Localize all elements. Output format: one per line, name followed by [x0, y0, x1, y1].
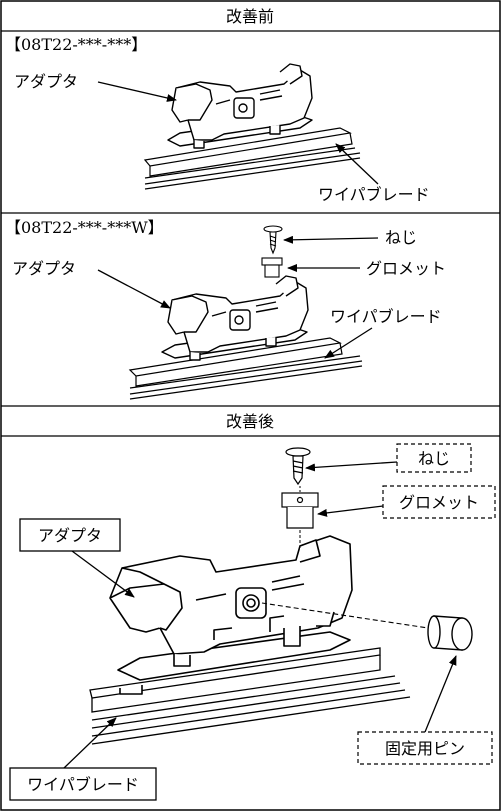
screw-leader — [283, 235, 379, 244]
adapter-drawing — [167, 63, 313, 149]
adapter-label: アダプタ — [14, 72, 78, 91]
grommet-label-box — [382, 485, 496, 519]
wiper-blade-leader — [335, 143, 379, 185]
adapter-label-box — [19, 518, 121, 552]
section-title-before: 改善前 — [226, 7, 274, 26]
wiper-blade-leader — [324, 327, 373, 359]
panel-3: ねじ グロメット アダプタ ワイパブレード 固定用ピン — [9, 443, 496, 801]
wiper-blade-drawing — [89, 647, 411, 745]
screw-drawing — [263, 225, 283, 255]
wiper-blade-leader — [63, 717, 117, 769]
wiper-blade-label: ワイパブレード — [27, 775, 139, 794]
pin-drawing — [427, 615, 473, 651]
screw-label: ねじ — [418, 449, 450, 468]
wiper-blade-drawing — [143, 127, 361, 190]
adapter-label: アダプタ — [12, 259, 76, 278]
section-title-after: 改善後 — [226, 412, 274, 431]
adapter-leader — [97, 269, 171, 309]
adapter-label: アダプタ — [38, 526, 102, 545]
wiper-blade-drawing — [128, 337, 363, 400]
grommet-drawing — [281, 492, 319, 529]
wiper-blade-label: ワイパブレード — [330, 307, 442, 326]
wiper-blade-label-box — [9, 767, 157, 801]
screw-drawing — [285, 447, 311, 486]
pin-leader — [424, 655, 457, 733]
pin-label-box — [357, 731, 493, 765]
grommet-label: グロメット — [399, 493, 479, 512]
part-number-label: 【08T22-***-***W】 — [5, 218, 164, 237]
adapter-leader — [97, 81, 177, 102]
grommet-leader — [317, 505, 384, 517]
panel-2: 【08T22-***-***W】 — [5, 218, 446, 400]
panel-1: 【08T22-***-***】 アダプタ ワイパブレード — [5, 35, 430, 204]
screw-label-box — [396, 443, 472, 473]
adapter-drawing — [161, 275, 309, 361]
screw-label: ねじ — [385, 228, 417, 247]
grommet-drawing — [261, 257, 283, 278]
part-number-label: 【08T22-***-***】 — [5, 35, 147, 54]
pin-axis-line — [261, 602, 429, 629]
grommet-label: グロメット — [366, 259, 446, 278]
pin-label: 固定用ピン — [385, 739, 465, 758]
wiper-blade-label: ワイパブレード — [318, 185, 430, 204]
adapter-leader — [71, 550, 135, 598]
screw-leader — [305, 461, 398, 472]
